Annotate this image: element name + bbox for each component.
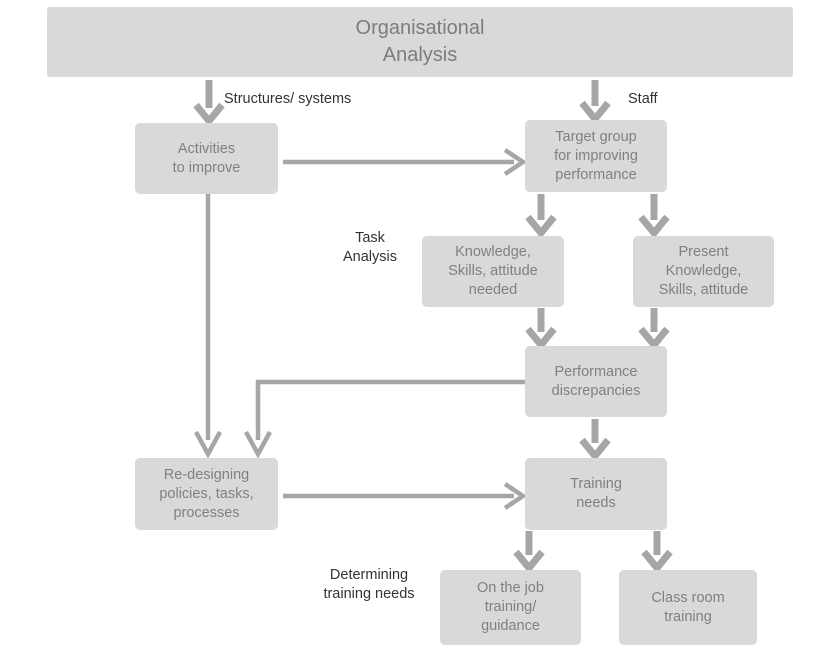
edge-present-knowledge-to-discrepancies (637, 308, 671, 351)
edge-discrepancies-to-re-designing (244, 376, 538, 460)
caption-staff: Staff (628, 91, 658, 107)
edge-training-needs-to-on-the-job (512, 531, 546, 574)
node-performance-discrepancies[interactable]: Performance discrepancies (525, 346, 667, 417)
caption-task-analysis: Task Analysis (343, 230, 397, 265)
caption-determining-training-needs: Determining training needs (323, 567, 415, 602)
node-re-designing[interactable]: Re-designing policies, tasks, processes (135, 458, 278, 530)
caption-structures-systems: Structures/ systems (224, 91, 352, 107)
node-on-the-job-training[interactable]: On the job training/ guidance (440, 570, 581, 645)
edge-knowledge-to-discrepancies (524, 308, 558, 351)
edge-target-group-to-present-knowledge (637, 194, 671, 239)
node-training-needs[interactable]: Training needs (525, 458, 667, 530)
edge-training-needs-to-class-room (640, 531, 674, 574)
edge-re-designing-to-training-needs (283, 482, 528, 510)
node-activities-to-improve[interactable]: Activities to improve (135, 123, 278, 194)
node-present-knowledge[interactable]: Present Knowledge, Skills, attitude (633, 236, 774, 307)
edge-header-to-activities (192, 80, 226, 127)
node-class-room-training[interactable]: Class room training (619, 570, 757, 645)
edge-target-group-to-knowledge (524, 194, 558, 239)
node-target-group[interactable]: Target group for improving performance (525, 120, 667, 192)
node-knowledge-needed[interactable]: Knowledge, Skills, attitude needed (422, 236, 564, 307)
edge-activities-to-target-group (283, 148, 528, 176)
node-organisational-analysis[interactable]: Organisational Analysis (47, 7, 793, 77)
edge-discrepancies-to-training-needs (578, 419, 612, 462)
edge-header-to-target-group (578, 80, 612, 125)
edge-activities-to-re-designing (193, 194, 223, 459)
